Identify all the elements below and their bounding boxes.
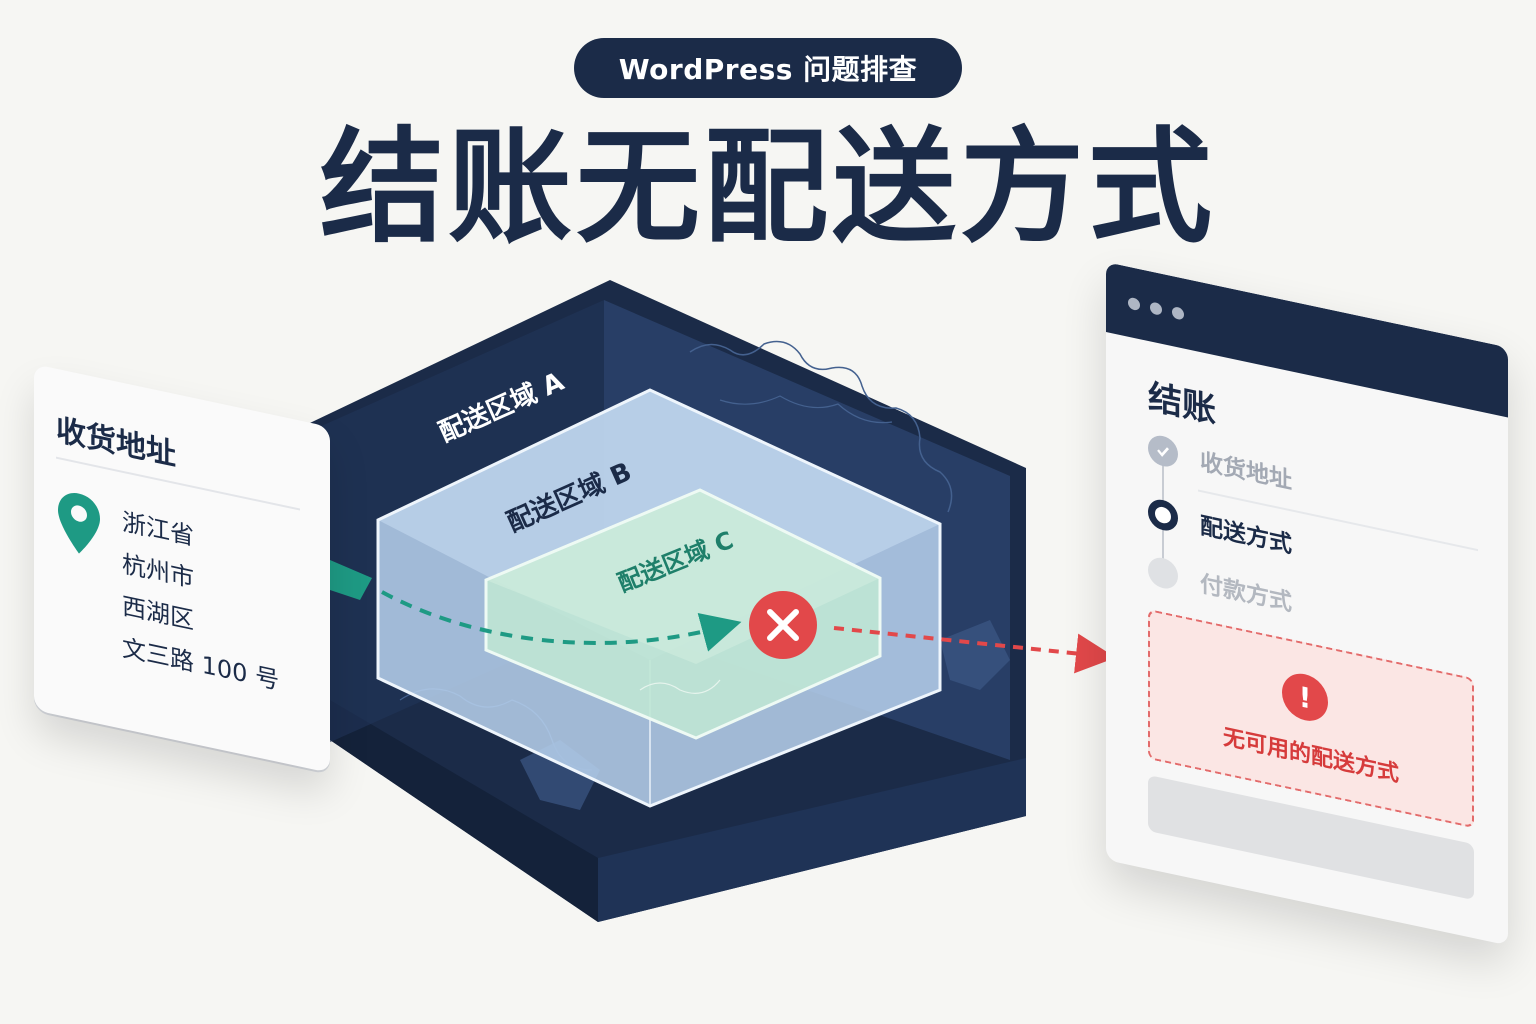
topic-badge: WordPress 问题排查	[574, 38, 962, 98]
address-flow-arrow	[381, 590, 742, 652]
address-entry-wedge	[330, 560, 372, 600]
check-icon	[1148, 432, 1178, 470]
checkout-window: 结账 收货地址 配送方式 付款方式 ! 无可用的配送方式	[1106, 262, 1508, 946]
step-label: 付款方式	[1200, 570, 1292, 617]
step-payment-method: 付款方式	[1148, 553, 1292, 618]
window-dot-icon	[1150, 301, 1162, 316]
no-match-x-icon	[749, 591, 817, 659]
shipping-address-card: 收货地址 浙江省 杭州市 西湖区 文三路 100 号	[34, 364, 330, 773]
page-title: 结账无配送方式	[319, 116, 1216, 260]
address-card-title: 收货地址	[56, 412, 176, 474]
address-lines: 浙江省 杭州市 西湖区 文三路 100 号	[122, 501, 279, 702]
location-pin-icon	[58, 493, 100, 554]
alert-icon: !	[1282, 669, 1328, 726]
step-label: 配送方式	[1200, 512, 1292, 559]
step-label: 收货地址	[1200, 448, 1292, 495]
window-dot-icon	[1128, 296, 1140, 312]
window-dot-icon	[1172, 306, 1184, 321]
step-shipping-address: 收货地址	[1148, 431, 1292, 496]
checkout-title: 结账	[1148, 376, 1216, 432]
current-step-icon	[1148, 496, 1178, 534]
pending-step-icon	[1148, 554, 1178, 592]
error-flow-arrow	[833, 626, 1116, 674]
